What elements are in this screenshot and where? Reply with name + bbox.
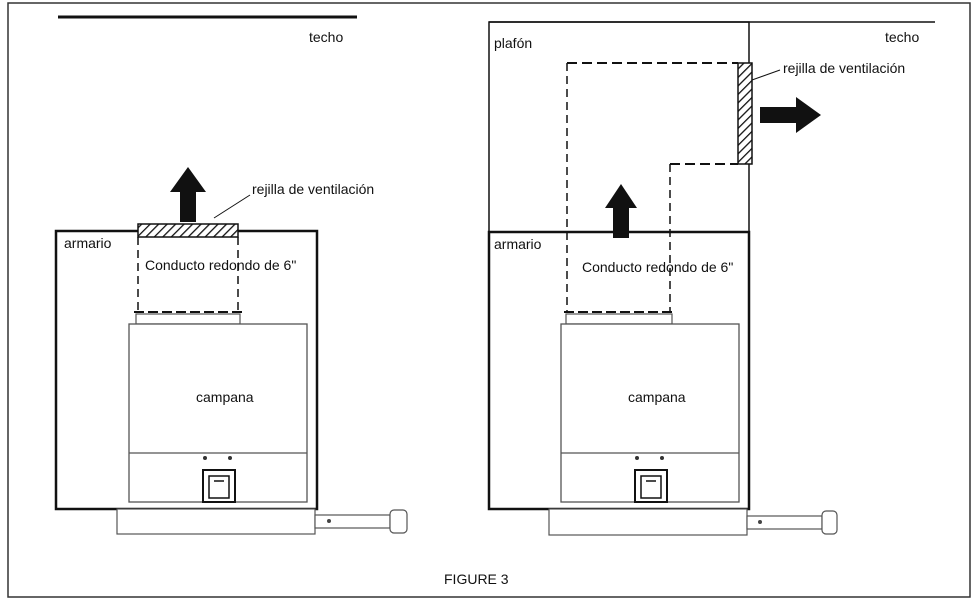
left-panel: techo armario rejilla de ventilación Con… — [54, 15, 408, 535]
figure-caption: FIGURE 3 — [444, 571, 509, 587]
right-hood-light-dot — [660, 456, 664, 460]
right-airflow-up-arrow — [605, 184, 637, 238]
right-vent-label: rejilla de ventilación — [783, 60, 905, 76]
right-ceiling-label: techo — [885, 29, 919, 45]
right-hood-light-dot — [635, 456, 639, 460]
right-vent-leader-line — [751, 69, 781, 81]
right-hood-switch-inner — [640, 475, 662, 499]
left-tray-handle-cap — [389, 509, 408, 534]
right-soffit-label: plafón — [494, 35, 532, 51]
left-vent-grille — [137, 223, 239, 238]
left-airflow-up-arrow — [170, 167, 206, 222]
figure-frame — [7, 2, 971, 598]
right-hood-label: campana — [628, 389, 686, 405]
right-vent-grille — [737, 62, 753, 165]
left-ceiling-label: techo — [309, 29, 343, 45]
right-hood-collar — [565, 313, 673, 325]
right-hood-tray — [548, 508, 748, 536]
right-duct-label: Conducto redondo de 6" — [582, 259, 733, 275]
left-hood-light-dot — [228, 456, 232, 460]
right-airflow-side-arrow — [760, 97, 821, 133]
left-hood-switch-inner — [208, 475, 230, 499]
left-hood-label: campana — [196, 389, 254, 405]
left-vent-label: rejilla de ventilación — [252, 181, 374, 197]
left-hood-collar — [135, 313, 241, 325]
left-tray-handle-rod — [314, 514, 391, 529]
left-tray-handle-screw — [327, 519, 331, 523]
right-panel: techo plafón rejilla de ventilación arma… — [487, 21, 935, 536]
left-hood-light-dot — [203, 456, 207, 460]
right-tray-handle-screw — [758, 520, 762, 524]
left-cabinet-label: armario — [64, 235, 112, 251]
left-hood-tray — [116, 508, 316, 535]
right-tray-handle-cap — [821, 510, 838, 535]
left-vent-leader-line — [213, 194, 251, 219]
right-cabinet-label: armario — [494, 236, 542, 252]
left-duct-label: Conducto redondo de 6" — [145, 257, 296, 273]
